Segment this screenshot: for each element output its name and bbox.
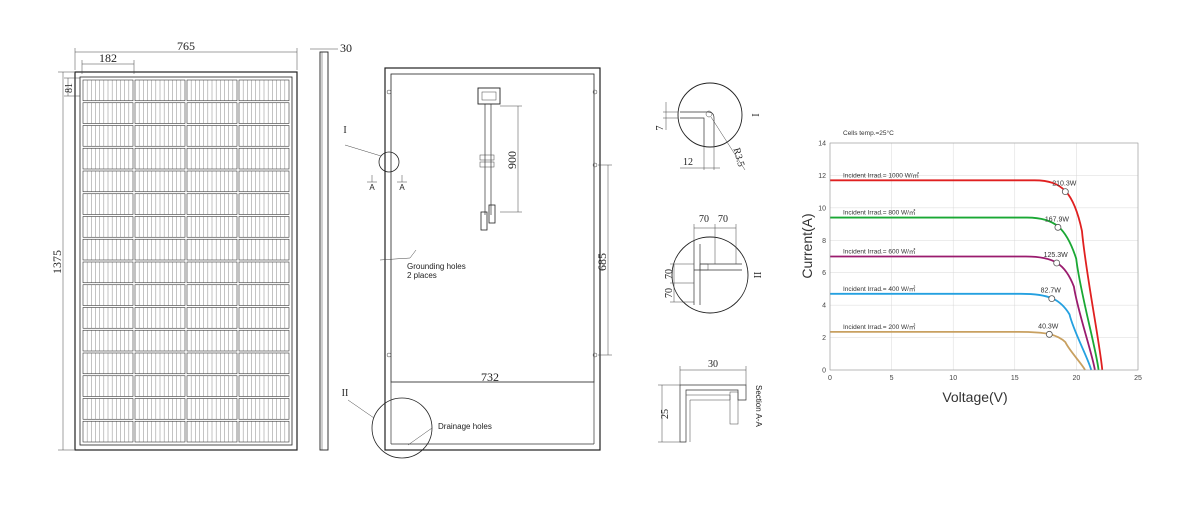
chart-ylabel: Current(A) [799,213,815,278]
connector-1 [480,211,488,231]
front-view: 765 182 81 1375 [50,39,298,451]
back-view: 900 685 732 I A A Grounding holes 2 plac… [342,67,612,459]
detail-2-dim-70-d: 70 [664,288,675,298]
y-tick-label: 4 [822,303,826,310]
series-label-4: Incident Irrad.= 200 W/㎡ [843,322,916,331]
junction-box [477,87,501,105]
series-line-0 [830,179,1104,371]
side-view: 30 [310,41,352,451]
pmax-point-2 [1053,259,1061,267]
detail-2-dim-70-b: 70 [718,214,728,225]
y-tick-label: 10 [818,205,826,212]
detail-2-callout-circle [371,397,433,459]
detail-1-callout-label: I [343,125,346,136]
y-tick-label: 8 [822,238,826,245]
chart-xlabel: Voltage(V) [942,389,1007,405]
detail-2-label: II [751,272,762,279]
series-line-4 [830,330,1086,371]
detail-1: 7 12 R3.5 I [655,82,760,171]
pmax-point-3 [1048,295,1056,303]
detail-2-dim-70-a: 70 [699,214,709,225]
x-tick-label: 5 [890,375,894,382]
detail-2: 70 70 70 70 II [664,214,762,314]
frame-profile [679,384,747,443]
pmax-point-1 [1054,223,1062,231]
section-width-label: 30 [708,359,718,370]
back-frame-outer [384,67,601,451]
cell-height-label: 81 [64,83,75,93]
y-tick-label: 0 [822,368,826,375]
front-frame-outer [74,71,298,451]
pmax-label-4: 40.3W [1038,323,1059,330]
x-tick-label: 25 [1134,375,1142,382]
front-width-label: 765 [177,39,195,53]
x-tick-label: 15 [1011,375,1019,382]
pmax-label-0: 210.3W [1052,181,1077,188]
pmax-point-0 [1061,188,1069,196]
drainage-note: Drainage holes [438,422,492,431]
series-label-2: Incident Irrad.= 600 W/㎡ [843,247,916,256]
side-thickness-label: 30 [340,41,352,55]
detail-2-callout-label: II [342,388,349,399]
chart-title: Cells temp.=25°C [843,129,894,137]
detail-2-dim-70-c: 70 [664,269,675,279]
chart-series: Incident Irrad.= 1000 W/㎡ 210.3W Incident … [830,170,1104,371]
series-label-0: Incident Irrad.= 1000 W/㎡ [843,170,920,179]
x-tick-label: 20 [1073,375,1081,382]
connector-2 [488,204,496,224]
mounting-distance-label: 685 [595,253,609,271]
back-frame-inner [390,73,595,383]
pmax-label-2: 125.3W [1044,252,1069,259]
series-line-2 [830,255,1096,371]
detail-1-circle [677,82,743,148]
hole-spacing-label: 732 [481,370,499,384]
series-label-3: Incident Irrad.= 400 W/㎡ [843,284,916,293]
pmax-label-1: 167.9W [1045,216,1070,223]
front-height-label: 1375 [50,250,64,274]
pmax-label-3: 82.7W [1041,288,1062,295]
detail-1-dim-r: R3.5 [731,147,747,168]
y-tick-label: 14 [818,141,826,148]
series-line-1 [830,216,1100,371]
y-tick-label: 12 [818,173,826,180]
section-height-label: 25 [660,409,671,419]
x-tick-label: 10 [949,375,957,382]
x-tick-label: 0 [828,375,832,382]
chart-ticks: 0 5 10 15 20 25 0 2 4 6 8 10 12 14 [818,141,1142,383]
series-line-3 [830,292,1093,371]
series-label-1: Incident Irrad.= 800 W/㎡ [843,208,916,217]
section-caption: Section A-A [754,385,763,427]
front-frame-inner [79,76,293,446]
grounding-note-line-2: 2 places [407,271,437,280]
section-a-a: 30 25 Section A-A [658,359,763,443]
grounding-note-line-1: Grounding holes [407,262,466,271]
side-frame [319,51,329,451]
y-tick-label: 6 [822,270,826,277]
detail-1-dim-7: 7 [655,126,666,131]
cell-width-label: 182 [99,51,117,65]
cell-grid [82,79,290,443]
detail-1-label: I [749,113,760,116]
detail-2-circle [671,236,749,314]
iv-curve-chart: Cells temp.=25°C 0 5 10 15 20 25 0 2 4 6 8 10 12 14 I… [799,129,1142,405]
cable-length-label: 900 [505,151,519,169]
detail-1-callout-circle [378,151,400,173]
detail-1-dim-12: 12 [683,157,693,168]
section-mark-right: A [399,183,405,192]
pmax-point-4 [1045,330,1053,338]
plot-area-border [829,142,1139,371]
section-mark-left: A [369,183,375,192]
y-tick-label: 2 [822,335,826,342]
